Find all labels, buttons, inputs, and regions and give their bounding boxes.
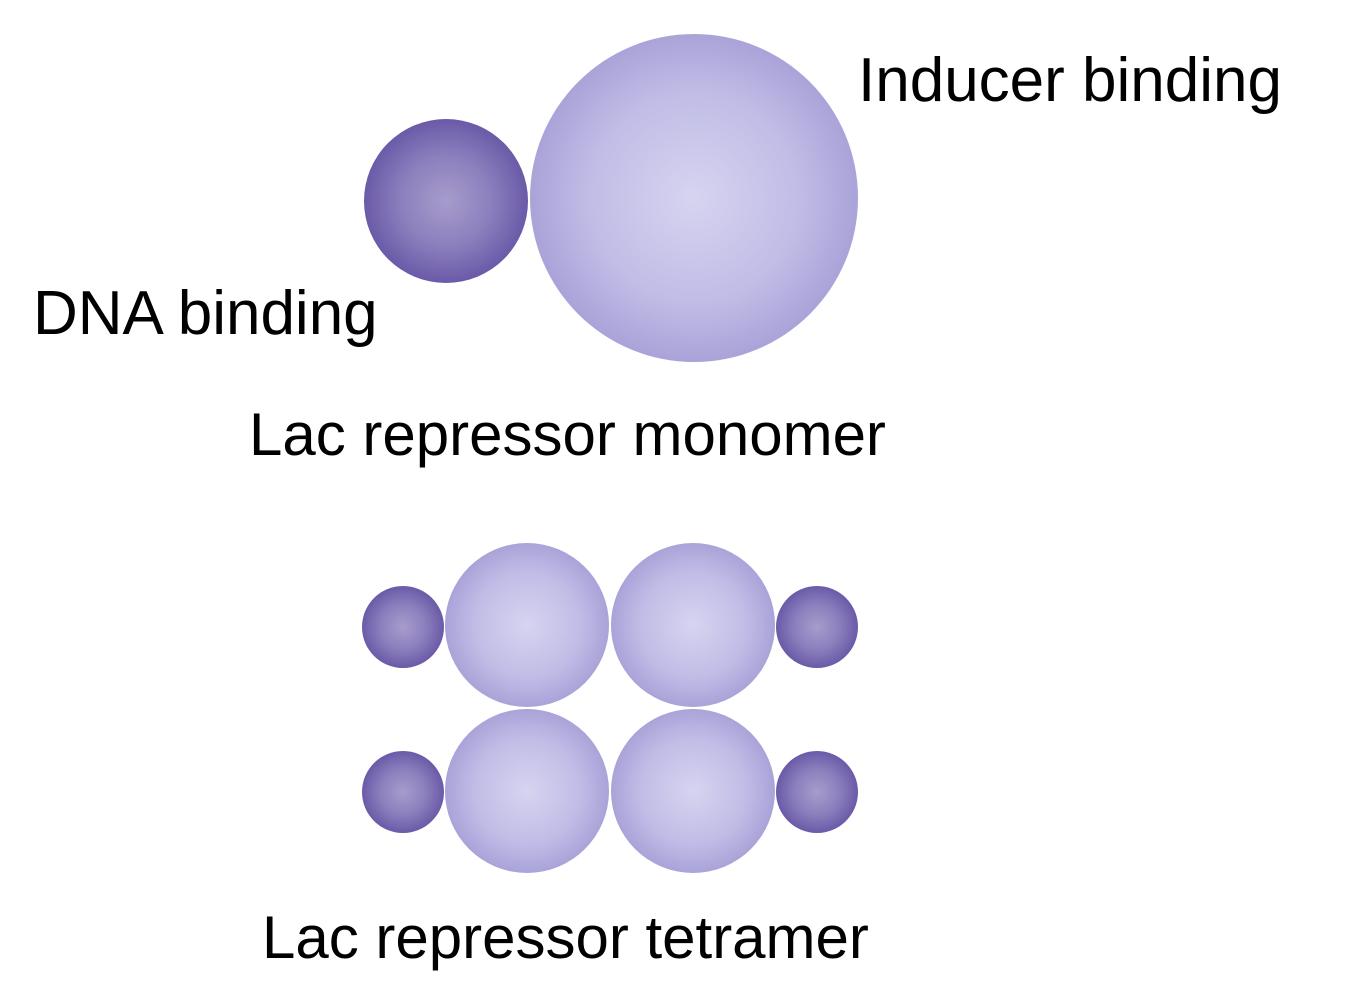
monomer-caption: Lac repressor monomer: [249, 401, 886, 468]
monomer-dna-binding-domain: [364, 119, 528, 283]
monomer-group: Inducer binding DNA binding Lac represso…: [33, 34, 1282, 468]
dna-binding-label: DNA binding: [33, 279, 378, 348]
tetramer-group: Lac repressor tetramer: [262, 543, 869, 971]
inducer-binding-label: Inducer binding: [858, 46, 1282, 115]
tetramer-dna-domain-bottom-right: [776, 751, 858, 833]
tetramer-dna-domain-top-right: [776, 586, 858, 668]
tetramer-dna-domain-top-left: [362, 586, 444, 668]
tetramer-inducer-domain-bottom-left: [445, 709, 609, 873]
tetramer-inducer-domain-top-left: [445, 543, 609, 707]
tetramer-dna-domain-bottom-left: [362, 751, 444, 833]
monomer-inducer-binding-domain: [530, 34, 858, 362]
tetramer-inducer-domain-bottom-right: [611, 709, 775, 873]
tetramer-inducer-domain-top-right: [611, 543, 775, 707]
tetramer-caption: Lac repressor tetramer: [262, 904, 869, 971]
